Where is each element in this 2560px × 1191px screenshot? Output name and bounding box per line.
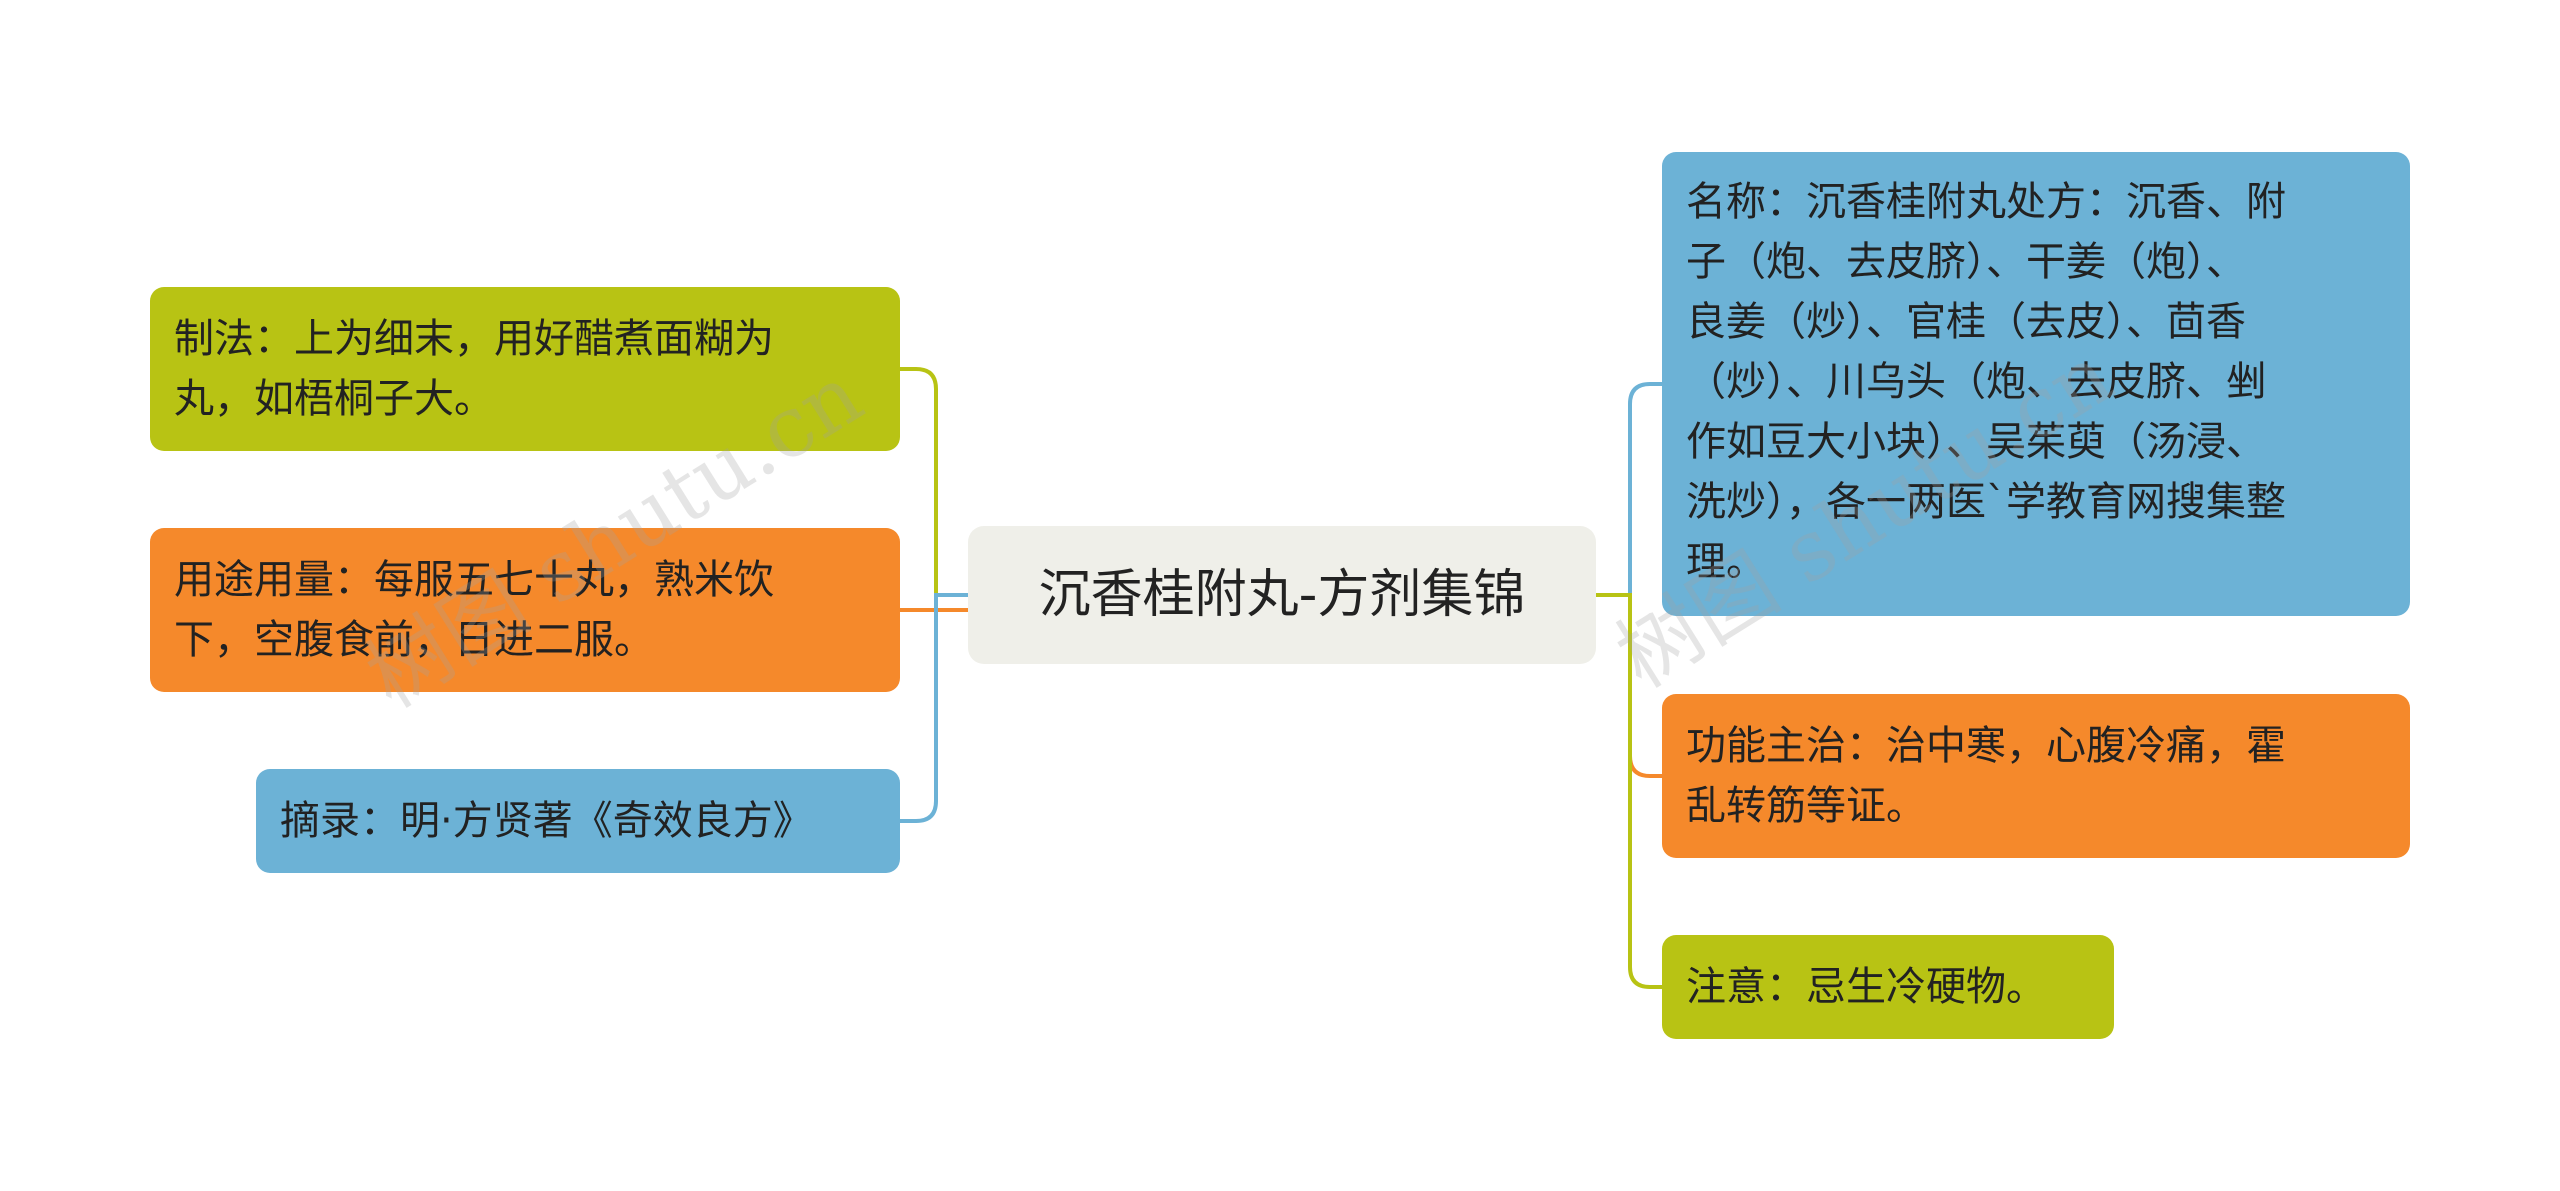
topic-text-line: 注意：忌生冷硬物。 (1686, 964, 2046, 1010)
topic-source[interactable]: 摘录：明·方贤著《奇效良方》 (256, 769, 900, 873)
topic-text-line: 摘录：明·方贤著《奇效良方》 (280, 798, 813, 844)
topic-text-line: 丸，如梧桐子大。 (174, 376, 494, 422)
topic-text-line: 子（炮、去皮脐）、干姜（炮）、 (1686, 239, 2246, 285)
topic-text-line: 制法：上为细末，用好醋煮面糊为 (174, 316, 774, 362)
topic-text-line: 洗炒），各一两医`学教育网搜集整 (1686, 479, 2286, 525)
central-topic[interactable]: 沉香桂附丸-方剂集锦 (968, 526, 1596, 664)
topic-text-line: （炒）、川乌头（炮、去皮脐、剉 (1686, 359, 2266, 405)
topic-name-prescription[interactable]: 名称：沉香桂附丸处方：沉香、附子（炮、去皮脐）、干姜（炮）、良姜（炒）、官桂（去… (1662, 152, 2410, 616)
connector-right-1 (1596, 382, 1662, 597)
topic-text-line: 乱转筋等证。 (1686, 783, 1926, 829)
topic-text-line: 下，空腹食前，日进二服。 (174, 617, 654, 663)
connector-left-3 (900, 593, 968, 823)
connector-left-1 (900, 367, 968, 597)
topic-text-line: 功能主治：治中寒，心腹冷痛，霍 (1686, 723, 2286, 769)
topic-text-line: 良姜（炒）、官桂（去皮）、茴香 (1686, 299, 2246, 345)
topic-text-line: 名称：沉香桂附丸处方：沉香、附 (1686, 179, 2286, 225)
topic-preparation[interactable]: 制法：上为细末，用好醋煮面糊为丸，如梧桐子大。 (150, 287, 900, 451)
topic-indications[interactable]: 功能主治：治中寒，心腹冷痛，霍乱转筋等证。 (1662, 694, 2410, 858)
topic-text-line: 用途用量：每服五七十丸，熟米饮 (174, 557, 774, 603)
topic-caution[interactable]: 注意：忌生冷硬物。 (1662, 935, 2114, 1039)
topic-usage-dosage[interactable]: 用途用量：每服五七十丸，熟米饮下，空腹食前，日进二服。 (150, 528, 900, 692)
topic-text-line: 作如豆大小块）、吴茱萸（汤浸、 (1686, 419, 2266, 465)
topic-text-line: 理。 (1686, 539, 1766, 585)
connector-right-3 (1596, 593, 1662, 989)
